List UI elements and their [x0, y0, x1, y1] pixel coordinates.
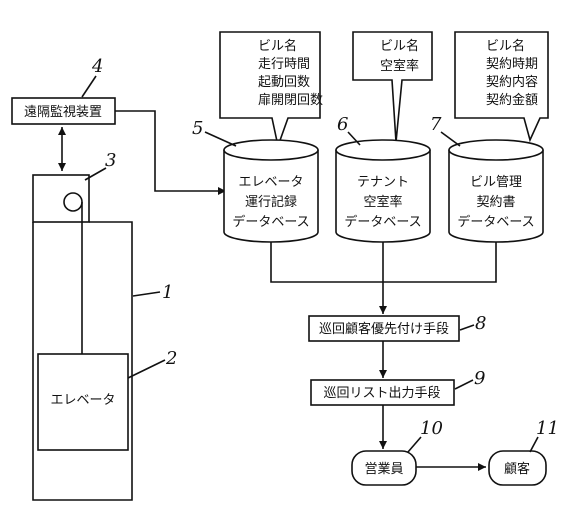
sales-label: 営業員 [364, 461, 403, 477]
ref-8: 8 [475, 313, 486, 334]
ref-5: 5 [192, 118, 203, 139]
remote-monitor-label: 遠隔監視装置 [24, 104, 102, 120]
callout-building-line: 契約時期 [486, 57, 538, 72]
db-elevator-line: エレベータ [238, 175, 303, 190]
leader-11 [529, 436, 539, 453]
output-label: 巡回リスト出力手段 [323, 386, 440, 401]
leader-3 [84, 167, 107, 181]
callout-tenant-line: 空室率 [380, 58, 419, 74]
db-elevator-records: エレベータ 運行記録 データベース [223, 139, 319, 243]
sales-staff-node: 営業員 [351, 450, 417, 486]
ref-9: 9 [474, 368, 485, 389]
leader-10 [407, 436, 422, 453]
callout-elevator-line: ビル名 [258, 38, 297, 54]
ref-3: 3 [105, 150, 116, 171]
db-elevator-line: データベース [232, 214, 309, 230]
ref-10: 10 [420, 418, 443, 439]
customer-label: 顧客 [504, 461, 530, 477]
db-tenant-line: テナント [357, 175, 409, 190]
monitor-to-db-arrow [115, 110, 226, 195]
db-elevator-line: 運行記録 [245, 194, 297, 210]
callout-elevator: ビル名 走行時間 起動回数 扉開閉回数 [219, 31, 323, 149]
leader-4 [81, 75, 97, 98]
callout-building-line: 契約金額 [486, 92, 538, 108]
leader-1 [132, 291, 161, 297]
db-tenant-line: データベース [344, 214, 421, 230]
ref-6: 6 [337, 114, 348, 135]
db-building-contracts: ビル管理 契約書 データベース [448, 139, 544, 243]
hoistway [32, 221, 133, 501]
ref-11: 11 [536, 418, 559, 439]
callout-elevator-line: 起動回数 [258, 75, 310, 90]
db-building-line: データベース [457, 214, 534, 230]
callout-elevator-line: 扉開閉回数 [258, 92, 323, 108]
callout-tenant: ビル名 空室率 [352, 31, 433, 143]
leader-6 [347, 131, 361, 146]
priority-label: 巡回顧客優先付け手段 [319, 321, 449, 337]
leader-7 [440, 131, 461, 147]
elevator-car: エレベータ [37, 353, 129, 451]
db-tenant-line: 空室率 [363, 194, 402, 210]
ref-1: 1 [162, 282, 173, 303]
output-box: 巡回リスト出力手段 [310, 379, 455, 406]
callout-tenant-line: ビル名 [380, 38, 419, 54]
priority-box: 巡回顧客優先付け手段 [308, 315, 460, 342]
customer-node: 顧客 [488, 450, 547, 486]
ref-4: 4 [91, 56, 103, 77]
db-building-line: 契約書 [476, 195, 515, 210]
machine-room [32, 174, 90, 223]
callout-building: ビル名 契約時期 契約内容 契約金額 [454, 31, 549, 143]
db-building-line: ビル管理 [470, 175, 522, 190]
leader-9 [454, 379, 474, 390]
ref-2: 2 [165, 348, 177, 369]
ref-7: 7 [430, 114, 442, 135]
elevator-label: エレベータ [50, 393, 115, 408]
callout-building-line: 契約内容 [486, 74, 538, 90]
callout-building-line: ビル名 [486, 38, 525, 54]
leader-2 [127, 359, 166, 379]
callout-elevator-line: 走行時間 [258, 57, 310, 72]
remote-monitor-box: 遠隔監視装置 [11, 97, 116, 125]
leader-8 [459, 324, 475, 331]
db-tenant-vacancy: テナント 空室率 データベース [335, 139, 431, 243]
leader-5 [204, 131, 237, 147]
